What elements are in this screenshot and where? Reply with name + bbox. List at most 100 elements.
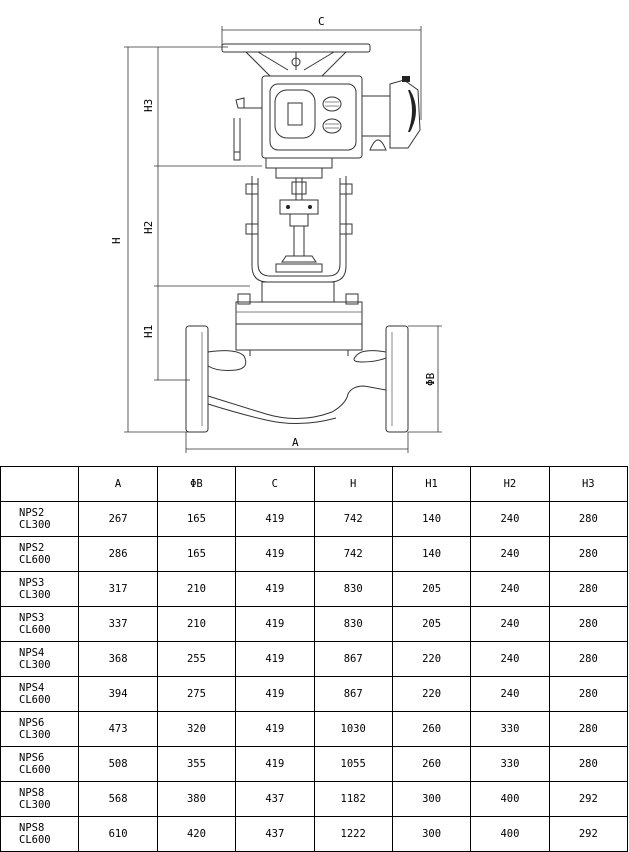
value-cell: 419 (235, 641, 315, 677)
value-cell: 419 (235, 571, 315, 607)
column-header: H (313, 466, 393, 502)
value-cell: 210 (156, 571, 237, 607)
value-cell: 220 (391, 676, 472, 712)
model-cell: NPS2 CL600 (0, 536, 80, 572)
model-cell: NPS3 CL600 (0, 606, 80, 642)
value-cell: 240 (470, 606, 550, 642)
value-cell: 240 (470, 501, 550, 537)
model-cell: NPS6 CL300 (0, 711, 80, 747)
column-header: C (235, 466, 315, 502)
value-cell: 437 (235, 781, 315, 817)
dim-label-h2: H2 (142, 221, 155, 234)
value-cell: 337 (78, 606, 158, 642)
value-cell: 320 (156, 711, 237, 747)
yoke-bracket (245, 176, 353, 283)
dimension-h3-h2-h1: H3 H2 H1 (142, 47, 262, 381)
value-cell: 205 (391, 606, 472, 642)
value-cell: 400 (470, 816, 550, 852)
dimension-a: A (185, 432, 409, 453)
value-cell: 419 (235, 501, 315, 537)
value-cell: 275 (156, 676, 237, 712)
value-cell: 240 (470, 641, 550, 677)
value-cell: 280 (548, 536, 629, 572)
value-cell: 419 (235, 606, 315, 642)
value-cell: 300 (391, 781, 472, 817)
value-cell: 830 (313, 571, 393, 607)
value-cell: 267 (78, 501, 158, 537)
value-cell: 292 (548, 816, 629, 852)
dim-label-c: C (318, 15, 325, 28)
model-cell: NPS4 CL600 (0, 676, 80, 712)
model-cell: NPS4 CL300 (0, 641, 80, 677)
value-cell: 255 (156, 641, 237, 677)
dim-label-h: H (110, 237, 123, 244)
value-cell: 1222 (313, 816, 393, 852)
value-cell: 568 (78, 781, 158, 817)
value-cell: 368 (78, 641, 158, 677)
value-cell: 419 (235, 676, 315, 712)
value-cell: 286 (78, 536, 158, 572)
value-cell: 1182 (313, 781, 393, 817)
dim-label-a: A (292, 436, 299, 449)
value-cell: 330 (470, 746, 550, 782)
value-cell: 280 (548, 746, 629, 782)
value-cell: 140 (391, 501, 472, 537)
value-cell: 473 (78, 711, 158, 747)
value-cell: 317 (78, 571, 158, 607)
value-cell: 394 (78, 676, 158, 712)
value-cell: 610 (78, 816, 158, 852)
value-cell: 280 (548, 571, 629, 607)
value-cell: 240 (470, 676, 550, 712)
valve-dimension-drawing: C H H3 H2 H1 A ΦB (110, 15, 442, 453)
value-cell: 419 (235, 536, 315, 572)
value-cell: 220 (391, 641, 472, 677)
column-header: H2 (470, 466, 550, 502)
dim-label-b: ΦB (424, 372, 437, 386)
value-cell: 300 (391, 816, 472, 852)
dimension-b: ΦB (408, 325, 442, 433)
model-cell: NPS8 CL300 (0, 781, 80, 817)
value-cell: 867 (313, 641, 393, 677)
value-cell: 380 (156, 781, 237, 817)
value-cell: 210 (156, 606, 237, 642)
value-cell: 508 (78, 746, 158, 782)
value-cell: 280 (548, 711, 629, 747)
value-cell: 280 (548, 641, 629, 677)
value-cell: 1055 (313, 746, 393, 782)
column-header (0, 466, 80, 502)
model-cell: NPS3 CL300 (0, 571, 80, 607)
dim-label-h3: H3 (142, 99, 155, 112)
value-cell: 355 (156, 746, 237, 782)
value-cell: 280 (548, 676, 629, 712)
column-header: H3 (548, 466, 629, 502)
electric-actuator (233, 75, 421, 179)
value-cell: 240 (470, 536, 550, 572)
value-cell: 292 (548, 781, 629, 817)
value-cell: 260 (391, 746, 472, 782)
model-cell: NPS6 CL600 (0, 746, 80, 782)
value-cell: 330 (470, 711, 550, 747)
value-cell: 205 (391, 571, 472, 607)
column-header: ΦB (156, 466, 237, 502)
value-cell: 260 (391, 711, 472, 747)
value-cell: 830 (313, 606, 393, 642)
value-cell: 400 (470, 781, 550, 817)
value-cell: 140 (391, 536, 472, 572)
dimension-c: C (221, 15, 422, 120)
value-cell: 437 (235, 816, 315, 852)
column-header: H1 (391, 466, 472, 502)
value-cell: 419 (235, 711, 315, 747)
valve-body (185, 325, 409, 433)
value-cell: 1030 (313, 711, 393, 747)
